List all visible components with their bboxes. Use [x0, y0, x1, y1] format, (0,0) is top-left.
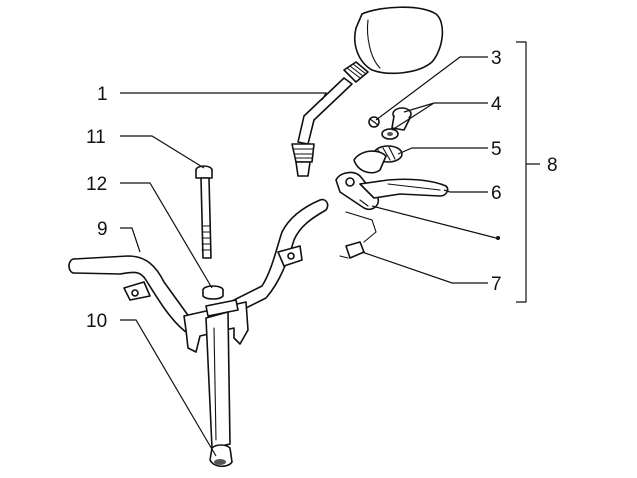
leader-11 — [120, 135, 205, 169]
callout-11: 11 — [86, 127, 106, 148]
leader-8-ref — [371, 205, 497, 239]
callout-3: 3 — [491, 48, 502, 69]
mirror-part — [291, 6, 444, 177]
callout-8: 8 — [547, 155, 558, 176]
callout-5: 5 — [491, 139, 502, 160]
callout-6: 6 — [491, 183, 502, 204]
handlebar-part — [68, 198, 329, 353]
leader-6 — [443, 189, 488, 193]
lever-bracket-part — [353, 145, 403, 174]
callout-1: 1 — [97, 84, 108, 105]
leader-1 — [120, 92, 328, 101]
callout-4: 4 — [491, 94, 502, 115]
callout-10: 10 — [86, 311, 107, 332]
leader-8-dot — [496, 236, 500, 240]
switch-part — [339, 211, 377, 259]
callout-12: 12 — [86, 174, 107, 195]
brake-lever-part — [335, 171, 449, 211]
bolt-part — [195, 165, 213, 259]
leader-3 — [375, 56, 488, 121]
callout-labels: 1 3 4 5 6 7 8 9 10 11 12 — [86, 48, 558, 332]
leader-9 — [120, 227, 141, 253]
leader-lines — [120, 41, 540, 457]
leader-10 — [120, 319, 217, 457]
callout-9: 9 — [97, 219, 108, 240]
adjuster-part — [381, 107, 412, 140]
leader-7 — [361, 251, 488, 284]
leader-4 — [391, 102, 488, 131]
steering-tube-part — [205, 311, 233, 468]
callout-7: 7 — [491, 274, 502, 295]
leader-12 — [120, 182, 213, 289]
leader-5 — [397, 147, 488, 155]
nut-part — [202, 285, 224, 300]
bracket-8 — [516, 41, 540, 303]
